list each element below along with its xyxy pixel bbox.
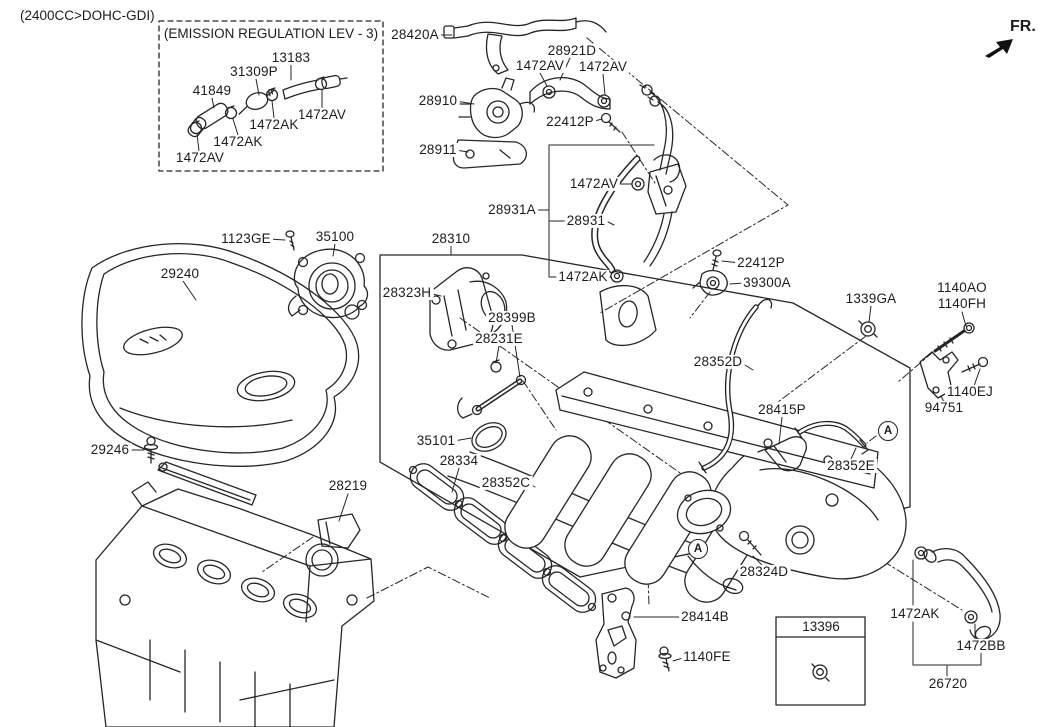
view-marker-A: A <box>878 421 898 441</box>
manifold-gasket-drawing <box>408 463 597 613</box>
part-label: 1472AK <box>247 116 301 133</box>
part-label: 1472AK <box>888 605 942 622</box>
part-label: 1472AV <box>173 149 227 166</box>
part-label: 28352D <box>691 353 745 370</box>
bolt-1140EJ-drawing <box>961 356 989 373</box>
part-label: 28323H <box>380 284 434 301</box>
bracket-lines-26720 <box>912 559 982 677</box>
part-label: 28334 <box>437 452 481 469</box>
part-label: 35100 <box>313 228 357 245</box>
actuator-rod-drawing <box>456 359 527 419</box>
purge-valve-assembly-drawing <box>443 17 621 169</box>
part-label: 28324D <box>737 563 791 580</box>
part-label: 31309P <box>228 63 280 80</box>
part-label: 1472AV <box>576 58 630 75</box>
fr-direction-arrow-icon <box>985 39 1013 58</box>
part-label: 29246 <box>88 441 132 458</box>
emission-box-frame <box>158 20 384 172</box>
part-label: 1472AK <box>556 268 610 285</box>
pcv-hose-26720-drawing <box>914 546 1001 641</box>
bolt-28324D-drawing <box>738 530 762 556</box>
part-label: 28415P <box>756 401 808 418</box>
part-label: 28921D <box>545 42 599 59</box>
emission-box-title: (EMISSION REGULATION LEV - 3) <box>163 26 379 41</box>
front-direction-label: FR. <box>1010 18 1036 35</box>
hose-28352E-drawing <box>794 421 869 455</box>
part-label: 1472AV <box>295 106 349 123</box>
part-label: 1140FH <box>935 295 989 312</box>
part-label: 94751 <box>922 399 966 416</box>
part-label: 35101 <box>414 432 458 449</box>
part-label: 1140AO <box>935 279 989 296</box>
part-label: 28931 <box>564 212 608 229</box>
part-label: 1472AK <box>211 133 265 150</box>
part-label: 28219 <box>326 477 370 494</box>
part-label: 1123GE <box>219 230 273 247</box>
support-bracket-drawing <box>595 587 672 679</box>
nut-1339GA-drawing <box>858 320 878 338</box>
map-sensor-drawing <box>692 249 728 296</box>
part-label: 28910 <box>416 92 460 109</box>
bolt-1140AO-drawing <box>933 322 975 353</box>
part-label: 28352E <box>825 457 877 474</box>
part-label: 1472AV <box>567 175 621 192</box>
engine-cover-drawing <box>81 243 360 467</box>
emission-hose-assembly-drawing <box>187 63 348 152</box>
inset-box-part-number: 13396 <box>802 619 840 634</box>
bracket-94751-drawing <box>919 351 959 399</box>
part-label: 28231E <box>473 330 525 347</box>
part-label: 22412P <box>735 254 787 271</box>
manifold-group-box <box>379 254 911 578</box>
inset-box-frame <box>775 616 866 706</box>
part-label: 1339GA <box>843 290 899 307</box>
part-label: 1140EJ <box>945 383 995 400</box>
intake-manifold-drawing <box>447 285 907 603</box>
part-label: 22412P <box>544 113 596 130</box>
view-marker-A: A <box>688 539 708 559</box>
part-label: 41849 <box>190 82 234 99</box>
valve-28415P-drawing <box>757 436 807 472</box>
bracket-28219-drawing <box>317 513 361 549</box>
part-label: 28399B <box>486 309 538 326</box>
fuel-pipe-drawing <box>639 84 687 267</box>
part-label: 28911 <box>417 141 459 158</box>
part-label: 28310 <box>429 230 473 247</box>
part-label: 13183 <box>269 49 313 66</box>
part-label: 1472BB <box>954 637 1008 654</box>
engine-variant-label: (2400CC>DOHC-GDI) <box>20 8 155 23</box>
throttle-gasket-drawing <box>471 422 507 452</box>
part-label: 28420A <box>389 26 441 43</box>
vapor-hose-28352D-drawing <box>698 298 773 474</box>
part-label: 29240 <box>158 265 202 282</box>
part-label: 28414B <box>679 608 731 625</box>
part-label: 39300A <box>741 274 793 291</box>
part-label: 1472AV <box>513 57 567 74</box>
throttle-body-drawing <box>285 230 369 320</box>
part-label: 1140FE <box>681 648 733 665</box>
part-label: 28931A <box>486 201 538 218</box>
cylinder-head-drawing <box>95 461 375 727</box>
part-label: 26720 <box>926 675 970 692</box>
part-label: 28352C <box>479 474 533 491</box>
